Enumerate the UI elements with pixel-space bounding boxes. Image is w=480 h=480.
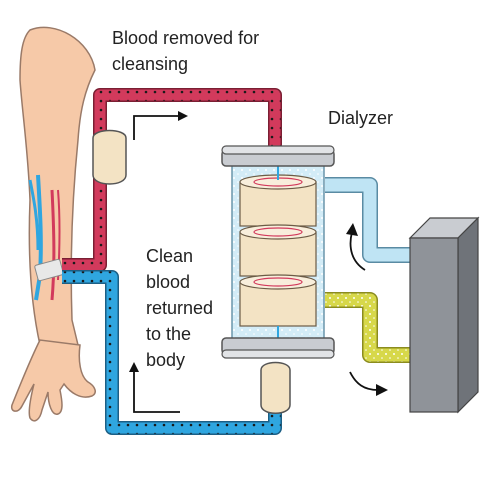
label-blood-removed-2: cleansing — [112, 54, 188, 74]
label-clean-4: to the — [146, 324, 191, 344]
dialyzer — [221, 145, 335, 359]
label-dialyzer: Dialyzer — [328, 108, 393, 128]
filter-fiber-3 — [239, 274, 317, 327]
arrow-right — [133, 111, 188, 140]
dialyzer-bottom-cap — [221, 337, 335, 359]
label-clean-3: returned — [146, 298, 213, 318]
arrow-up — [129, 362, 180, 413]
lower-chamber — [260, 361, 291, 414]
arterial-tube — [62, 88, 282, 272]
filter-fiber-1 — [239, 174, 317, 227]
dialysate-out-tube — [325, 292, 410, 363]
upper-chamber — [92, 129, 127, 185]
arrow-right-curved — [349, 371, 388, 396]
dialyzer-top-cap — [221, 145, 335, 167]
label-clean-2: blood — [146, 272, 190, 292]
dialysate-in-tube — [325, 177, 410, 263]
filter-fiber-2 — [239, 224, 317, 277]
label-clean-1: Clean — [146, 246, 193, 266]
label-blood-removed-1: Blood removed for — [112, 28, 259, 48]
label-clean-5: body — [146, 350, 185, 370]
arrow-up-curved — [346, 223, 366, 271]
arm — [10, 26, 96, 422]
dialysis-machine — [408, 216, 480, 414]
